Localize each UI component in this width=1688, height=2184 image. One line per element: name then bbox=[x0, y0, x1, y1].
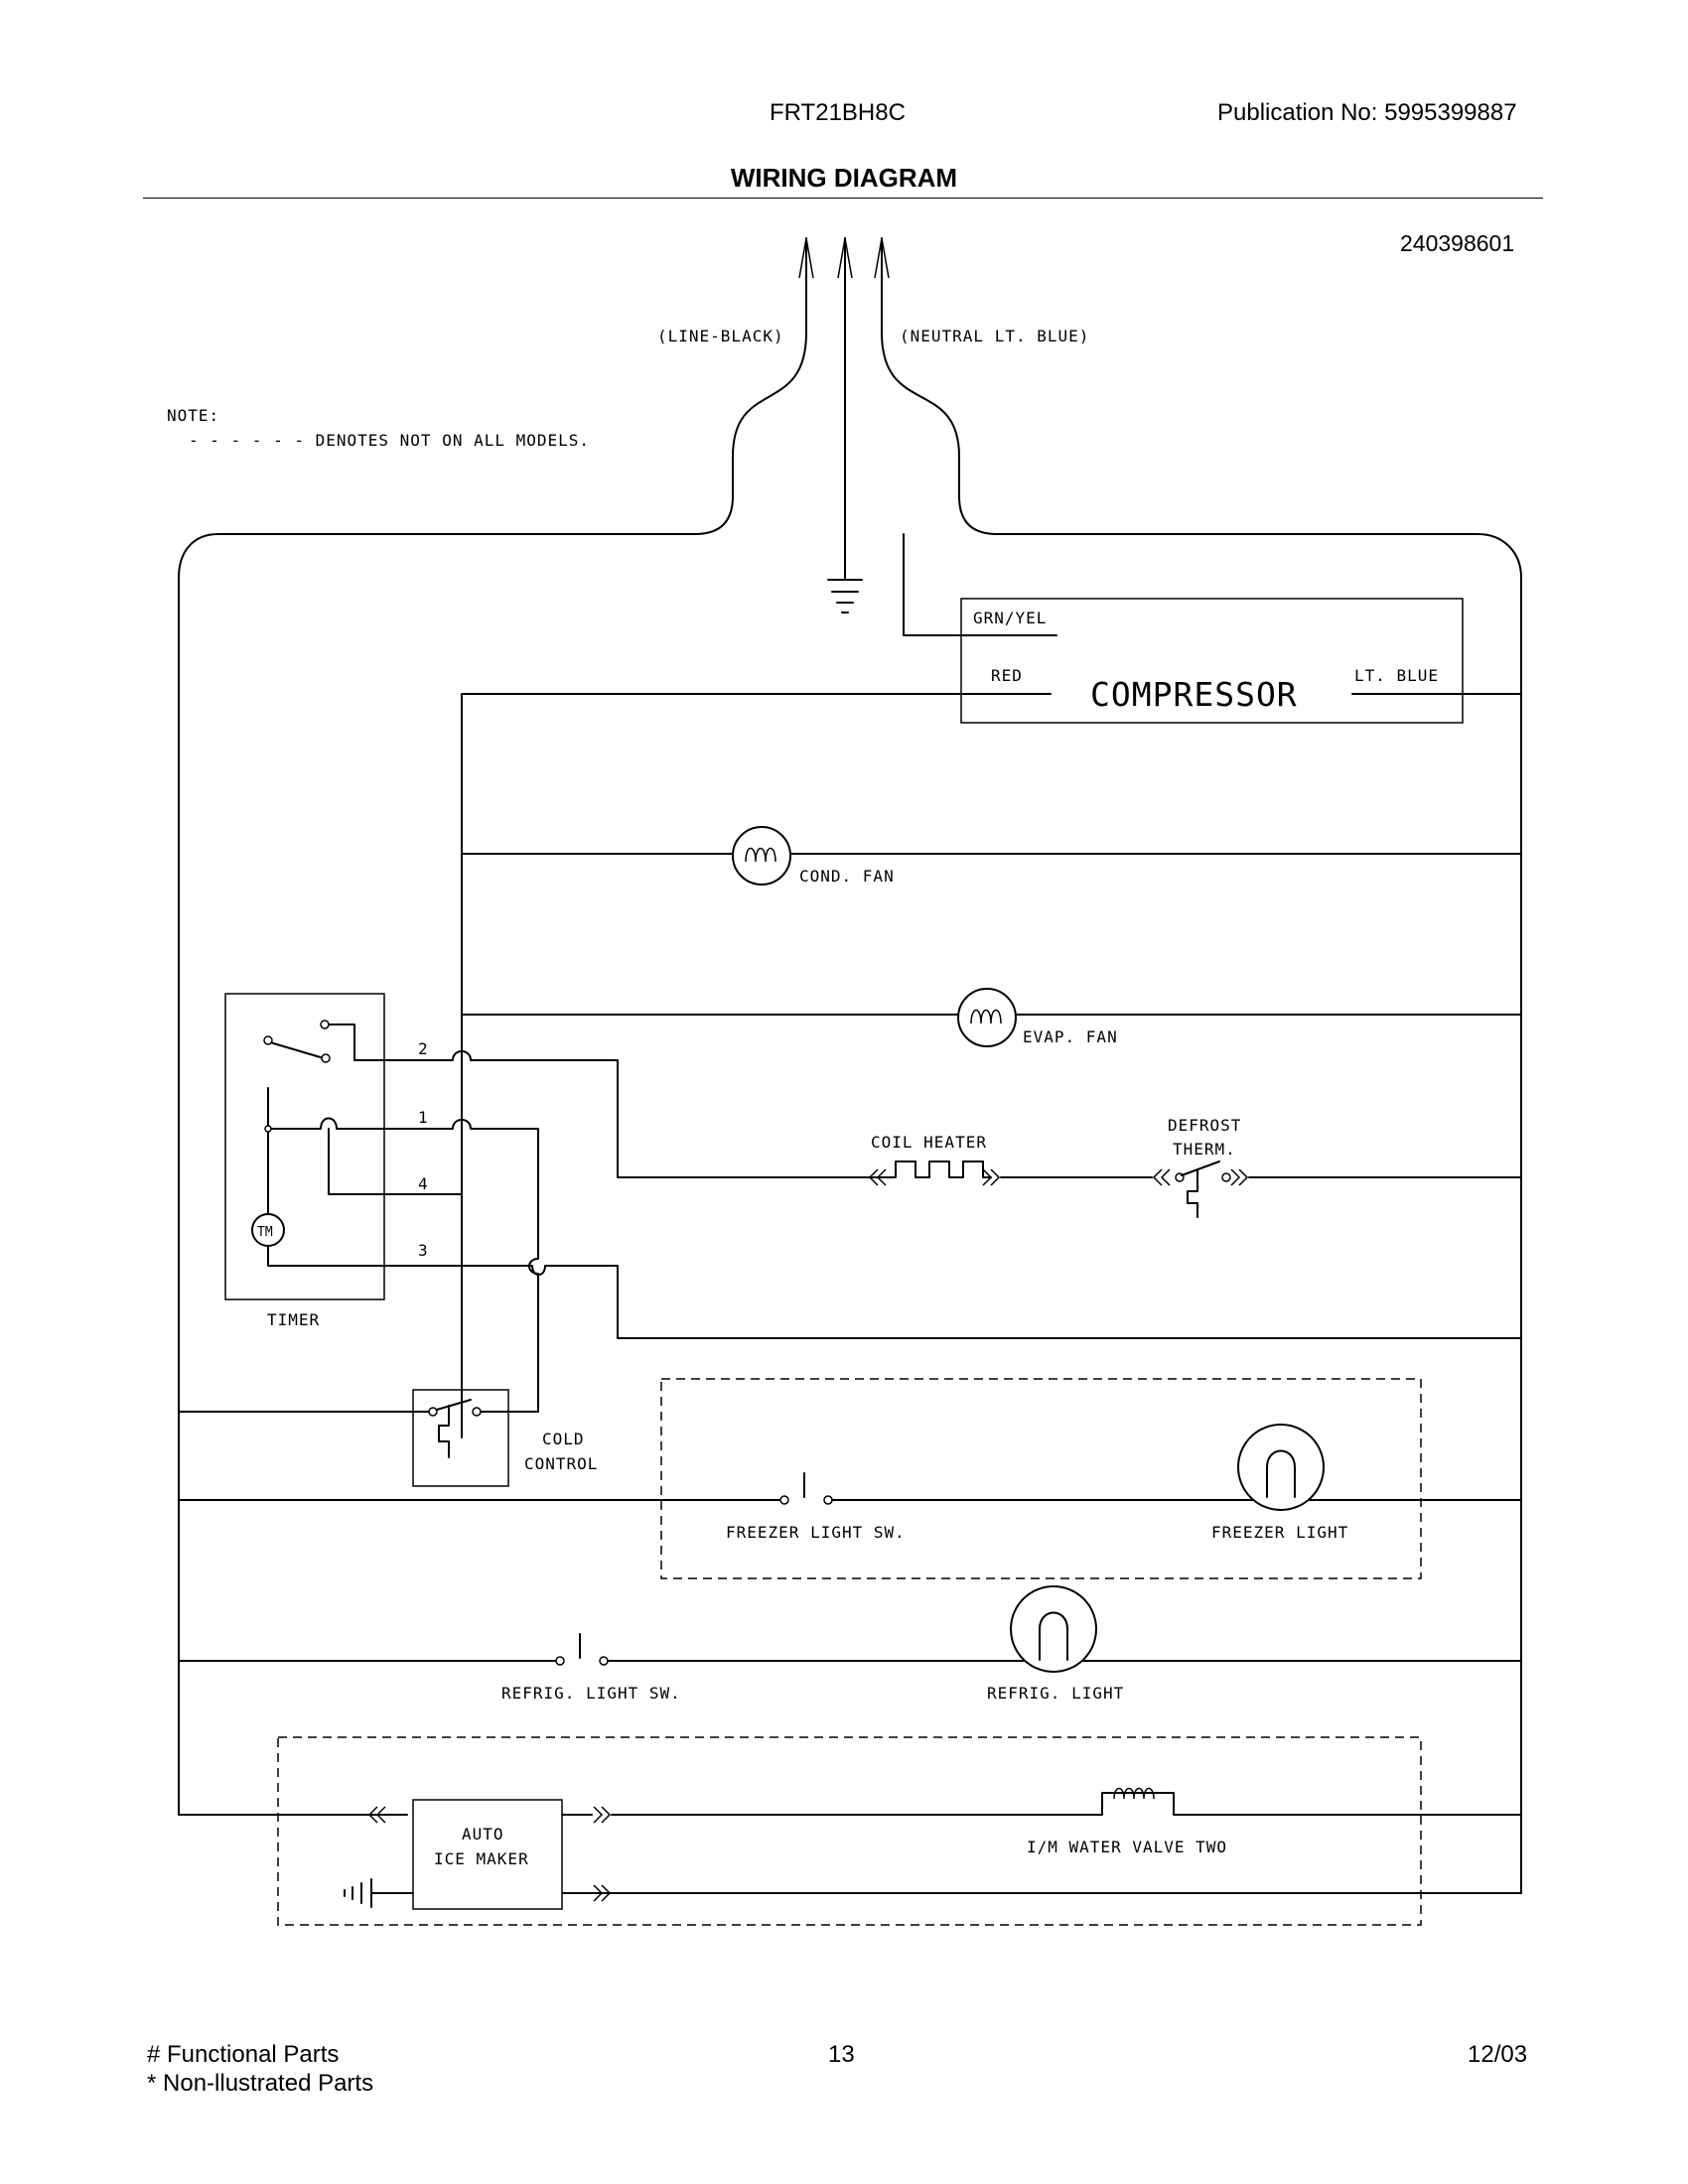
evap-fan-label: EVAP. FAN bbox=[1023, 1027, 1118, 1046]
ice-maker-label-2: ICE MAKER bbox=[434, 1849, 529, 1868]
revision-date: 12/03 bbox=[1468, 2041, 1528, 2068]
freezer-light-circuit: FREEZER LIGHT SW. FREEZER LIGHT bbox=[178, 1378, 1522, 1579]
cond-fan-label: COND. FAN bbox=[799, 867, 895, 886]
compressor: GRN/YEL RED LT. BLUE COMPRESSOR bbox=[461, 533, 1522, 1438]
ice-maker-label-1: AUTO bbox=[462, 1825, 504, 1843]
page-number: 13 bbox=[828, 2041, 855, 2068]
red-lead: RED bbox=[991, 666, 1023, 685]
coil-heater-label: COIL HEATER bbox=[871, 1133, 987, 1152]
freezer-light-label: FREEZER LIGHT bbox=[1211, 1523, 1348, 1542]
functional-parts-note: # Functional Parts bbox=[147, 2041, 340, 2068]
lt-blue-lead: LT. BLUE bbox=[1354, 666, 1439, 685]
timer-terminal-1: 1 bbox=[418, 1108, 429, 1127]
title-rule bbox=[143, 198, 1543, 199]
defrost-thermostat: DEFROST THERM. bbox=[1152, 1116, 1522, 1218]
water-valve-label: I/M WATER VALVE TWO bbox=[1027, 1838, 1227, 1856]
timer-terminal-2: 2 bbox=[418, 1039, 429, 1058]
cold-control: COLD CONTROL bbox=[178, 1389, 598, 1487]
page-title: WIRING DIAGRAM bbox=[730, 163, 958, 193]
cold-control-label-2: CONTROL bbox=[524, 1454, 598, 1473]
defrost-therm-label-1: DEFROST bbox=[1168, 1116, 1241, 1135]
coil-heater: COIL HEATER bbox=[868, 1133, 1153, 1186]
ice-maker-circuit: AUTO ICE MAKER I/M WATER VALVE TWO bbox=[277, 1736, 1522, 1926]
note-title: NOTE: bbox=[167, 406, 219, 425]
refrig-light-sw-label: REFRIG. LIGHT SW. bbox=[501, 1684, 681, 1703]
timer-terminal-4: 4 bbox=[418, 1174, 429, 1193]
defrost-timer: TM 2 1 4 3 TIMER bbox=[224, 993, 1522, 1413]
cold-control-label-1: COLD bbox=[542, 1430, 585, 1448]
refrig-light-label: REFRIG. LIGHT bbox=[987, 1684, 1124, 1703]
line-black-label: (LINE-BLACK) bbox=[657, 327, 784, 345]
publication-number: Publication No: 5995399887 bbox=[1217, 99, 1517, 126]
power-cord bbox=[178, 237, 1522, 1894]
defrost-therm-label-2: THERM. bbox=[1173, 1140, 1236, 1159]
model-number: FRT21BH8C bbox=[770, 99, 906, 126]
non-illustrated-parts-note: * Non-llustrated Parts bbox=[147, 2070, 374, 2097]
compressor-label: COMPRESSOR bbox=[1090, 675, 1298, 714]
neutral-label: (NEUTRAL LT. BLUE) bbox=[900, 327, 1089, 345]
ground-symbol bbox=[827, 579, 863, 614]
note-text: - - - - - - DENOTES NOT ON ALL MODELS. bbox=[189, 431, 590, 450]
timer-motor-label: TM bbox=[257, 1225, 273, 1240]
timer-label: TIMER bbox=[267, 1310, 320, 1329]
refrig-light-circuit: REFRIG. LIGHT SW. REFRIG. LIGHT bbox=[178, 1585, 1522, 1703]
timer-terminal-3: 3 bbox=[418, 1241, 429, 1260]
evap-fan: EVAP. FAN bbox=[461, 988, 1522, 1047]
freezer-light-sw-label: FREEZER LIGHT SW. bbox=[726, 1523, 906, 1542]
cond-fan: COND. FAN bbox=[461, 826, 1522, 886]
grn-yel-lead: GRN/YEL bbox=[973, 609, 1047, 627]
diagram-number: 240398601 bbox=[1400, 230, 1515, 256]
